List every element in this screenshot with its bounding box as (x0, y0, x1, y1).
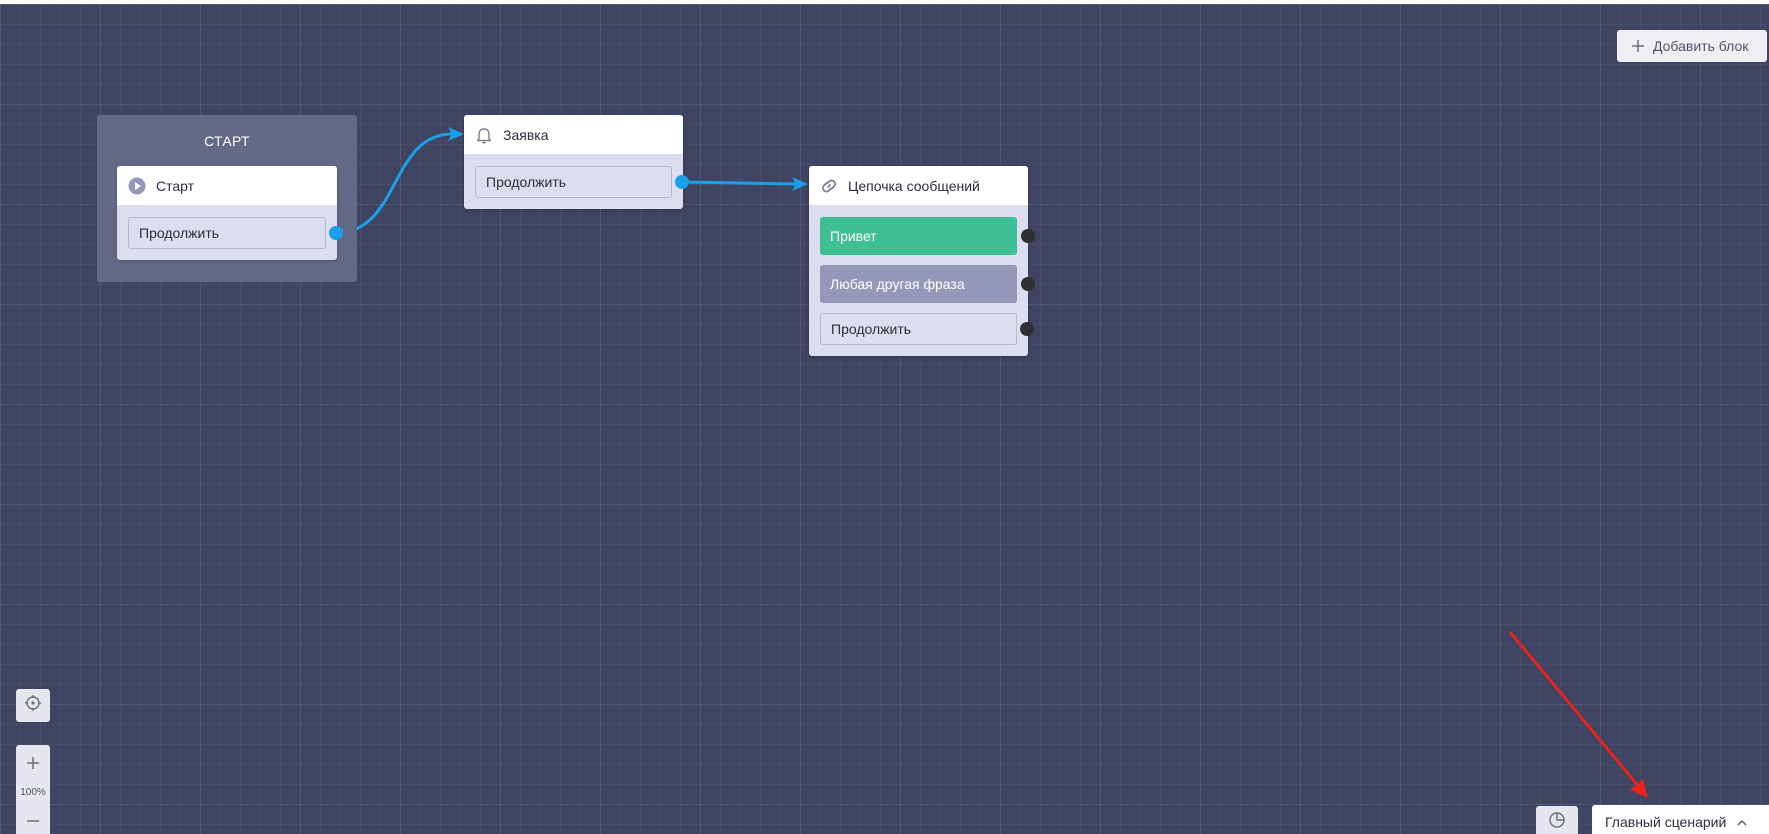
crosshair-icon (24, 694, 42, 717)
pie-chart-icon (1548, 811, 1566, 834)
start-group-title: СТАРТ (204, 133, 250, 149)
plus-icon (27, 757, 39, 769)
node-start[interactable]: Старт Продолжить (117, 166, 343, 260)
statistics-button[interactable] (1536, 806, 1578, 834)
node-request[interactable]: Заявка Продолжить (464, 115, 689, 209)
add-block-label: Добавить блок (1653, 38, 1749, 54)
row-label: Продолжить (486, 174, 567, 190)
scenario-label: Главный сценарий (1605, 813, 1727, 830)
add-block-button[interactable]: Добавить блок (1617, 30, 1767, 62)
node-message-chain[interactable]: Цепочка сообщений Привет Любая другая фр… (809, 166, 1035, 356)
zoom-out-button[interactable] (16, 808, 50, 834)
node-chain-row-hello[interactable]: Привет (820, 217, 1035, 255)
node-start-title: Старт (156, 177, 195, 194)
row-label: Продолжить (831, 321, 912, 337)
node-chain-title: Цепочка сообщений (848, 177, 980, 194)
bell-icon (474, 125, 494, 145)
connection-start-arrowhead (448, 127, 464, 141)
row-label: Привет (830, 228, 877, 244)
chevron-up-icon (1736, 816, 1748, 828)
output-port[interactable] (1021, 277, 1035, 291)
flow-canvas[interactable]: СТАРТ Старт Продолжить Заявка Продолжить (0, 4, 1769, 834)
node-start-continue-row[interactable]: Продолжить (128, 217, 343, 249)
zoom-controls: 100% (16, 745, 50, 834)
node-start-header[interactable]: Старт (117, 166, 337, 205)
minus-icon (27, 820, 39, 822)
connection-request-to-chain (681, 180, 797, 186)
output-port[interactable] (675, 175, 689, 189)
annotation-red-arrow (1508, 631, 1642, 789)
link-icon (819, 176, 839, 196)
scenario-selector[interactable]: Главный сценарий (1592, 805, 1769, 834)
zoom-in-button[interactable] (16, 750, 50, 776)
node-request-title: Заявка (503, 126, 549, 143)
annotation-red-arrowhead (1630, 779, 1648, 798)
center-view-button[interactable] (16, 689, 50, 722)
output-port[interactable] (1021, 229, 1035, 243)
node-chain-header[interactable]: Цепочка сообщений (809, 166, 1028, 205)
output-port[interactable] (329, 226, 343, 240)
row-label: Продолжить (139, 225, 220, 241)
row-label: Любая другая фраза (830, 276, 965, 292)
play-circle-icon (127, 176, 147, 196)
node-request-header[interactable]: Заявка (464, 115, 683, 154)
output-port[interactable] (1020, 322, 1034, 336)
node-chain-row-continue[interactable]: Продолжить (820, 313, 1034, 345)
node-request-continue-row[interactable]: Продолжить (475, 166, 689, 198)
plus-icon (1631, 39, 1645, 53)
zoom-level: 100% (20, 787, 46, 798)
connection-request-arrowhead (792, 177, 808, 191)
node-chain-row-any-phrase[interactable]: Любая другая фраза (820, 265, 1035, 303)
